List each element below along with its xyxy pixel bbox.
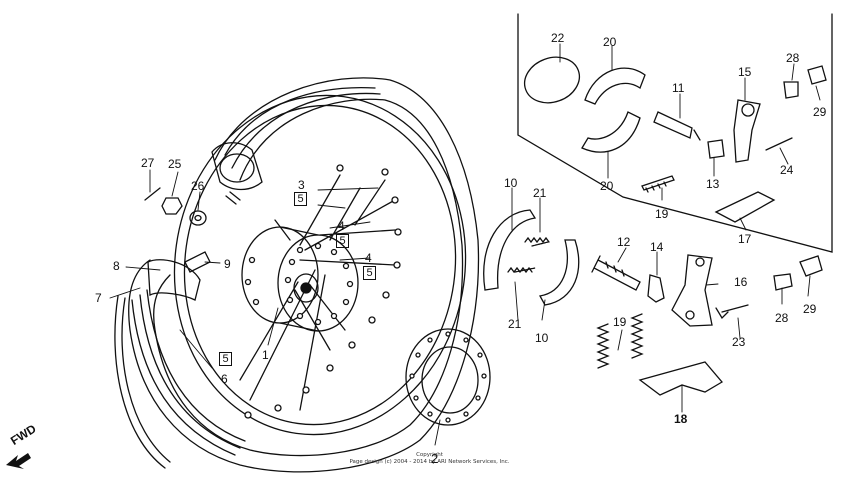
part-25 <box>161 197 183 215</box>
part-23 <box>715 304 749 320</box>
part-28-upper <box>783 81 799 99</box>
callout-9: 9 <box>224 257 231 271</box>
callout-21-b: 21 <box>508 317 522 331</box>
callout-10-b: 10 <box>535 331 549 345</box>
fwd-arrow-icon <box>6 453 31 469</box>
callout-13: 13 <box>706 177 720 191</box>
tire-drawing <box>114 77 480 473</box>
rim-drawing <box>173 94 467 436</box>
part-29-lower <box>799 255 823 277</box>
part-16 <box>671 254 713 327</box>
callout-14: 14 <box>650 240 664 254</box>
callout-4-a: 4 <box>338 219 345 233</box>
copyright-line-1: Copyright <box>416 452 443 458</box>
callout-11: 11 <box>672 81 685 95</box>
callout-17: 17 <box>738 232 752 246</box>
callout-4-b: 4 <box>365 251 372 265</box>
callout-15: 15 <box>738 65 752 79</box>
callout-22: 22 <box>551 31 565 45</box>
callout-19-a: 19 <box>655 207 669 221</box>
callout-18: 18 <box>674 412 688 426</box>
boxed-ref-5-d: 5 <box>219 352 232 366</box>
hub-drawing <box>241 226 359 332</box>
boxed-ref-5-a: 5 <box>294 192 307 206</box>
callout-3: 3 <box>298 178 305 192</box>
callout-2: 2 <box>431 451 439 466</box>
callout-20-a: 20 <box>603 35 617 49</box>
part-21-lower <box>507 266 533 274</box>
callout-8: 8 <box>113 259 120 273</box>
part-29-upper <box>807 65 827 85</box>
callout-1: 1 <box>262 348 269 362</box>
part-20-upper <box>584 67 646 105</box>
part-27 <box>144 187 161 201</box>
part-2-drawing <box>405 328 491 426</box>
callout-28-a: 28 <box>786 51 800 65</box>
part-17 <box>714 191 776 223</box>
copyright-notice: Copyright Page design (c) 2004 - 2014 by… <box>337 452 522 466</box>
callout-28-b: 28 <box>775 311 789 325</box>
callout-27: 27 <box>141 156 155 170</box>
part-18 <box>638 361 723 396</box>
part-14 <box>647 274 665 303</box>
part-22 <box>523 56 581 104</box>
part-19-lower <box>596 323 610 369</box>
callout-6: 6 <box>221 372 228 386</box>
part-12 <box>591 255 641 291</box>
callout-21-a: 21 <box>533 186 547 200</box>
part-26 <box>189 210 207 226</box>
callout-7: 7 <box>95 291 102 305</box>
part-21-upper <box>524 236 550 244</box>
callout-12: 12 <box>617 235 631 249</box>
callout-29-b: 29 <box>803 302 817 316</box>
brake-assembly-outline <box>517 13 833 253</box>
callout-24: 24 <box>780 163 794 177</box>
part-10-lower <box>538 239 580 306</box>
valve-top <box>225 191 241 205</box>
boxed-ref-5-c: 5 <box>363 266 376 280</box>
callout-26: 26 <box>191 179 205 193</box>
part-11 <box>653 111 701 141</box>
callout-20-b: 20 <box>600 179 614 193</box>
boxed-ref-5-b: 5 <box>336 234 349 248</box>
part-13 <box>707 139 725 159</box>
callout-29-a: 29 <box>813 105 827 119</box>
callout-23: 23 <box>732 335 746 349</box>
copyright-line-2: Page design (c) 2004 - 2014 by ARI Netwo… <box>349 459 510 465</box>
part-19-upper <box>641 175 675 193</box>
callout-25: 25 <box>168 157 182 171</box>
part-15 <box>733 99 761 163</box>
part-24 <box>765 137 793 151</box>
part-28-lower <box>773 273 793 291</box>
callout-19-b: 19 <box>613 315 627 329</box>
part-10-upper <box>483 209 537 291</box>
callout-10-a: 10 <box>504 176 518 190</box>
callout-16: 16 <box>734 275 748 289</box>
part-20-lower <box>581 111 641 153</box>
